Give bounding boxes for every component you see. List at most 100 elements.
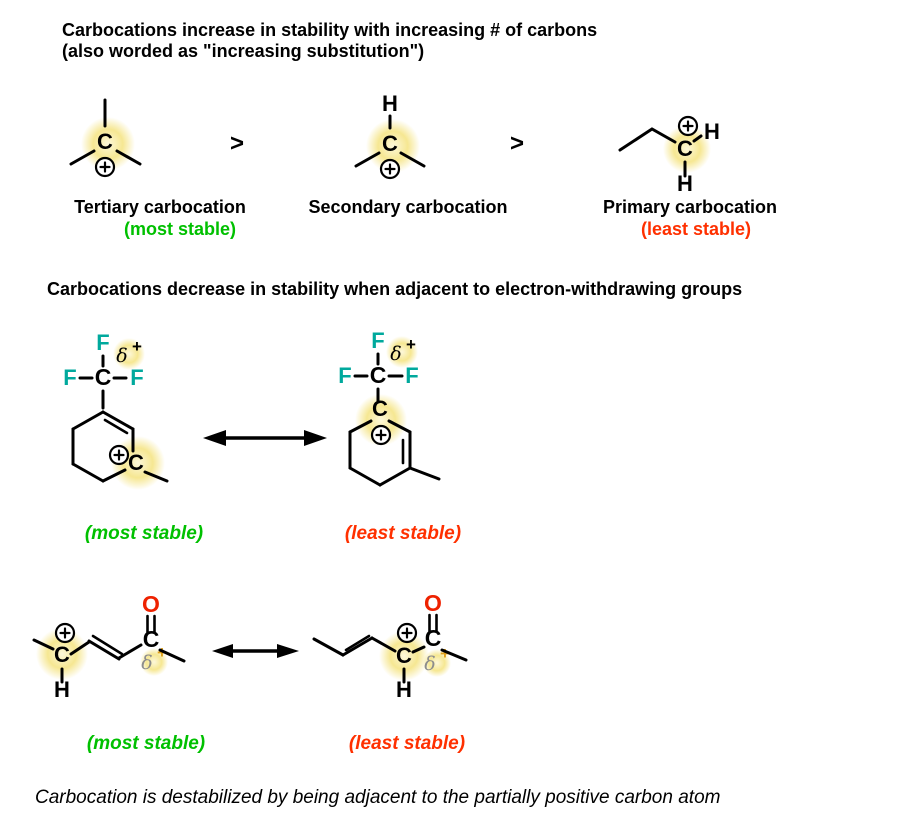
bond <box>115 149 142 166</box>
bond <box>312 637 345 657</box>
pair2-most-stable-note: (most stable) <box>86 733 206 754</box>
bond <box>101 410 135 431</box>
delta-symbol: δ <box>424 653 435 675</box>
double-bond-inner-line <box>91 634 124 656</box>
carbon-atom-label: C <box>97 129 113 154</box>
bond <box>341 636 374 657</box>
secondary-carbocation-structure: H C <box>354 91 426 180</box>
secondary-carbocation-label: Secondary carbocation <box>308 197 508 217</box>
bond <box>158 648 186 663</box>
pair2-least-stable-note: (least stable) <box>348 733 466 754</box>
bond <box>354 151 381 168</box>
bond <box>69 640 91 656</box>
plus-charge-icon <box>54 622 76 644</box>
carbon-atom-label: C <box>425 625 442 651</box>
greater-than-sign: > <box>510 130 524 157</box>
halo-highlight <box>386 336 418 368</box>
section1-heading-line1: Carbocations increase in stability with … <box>62 20 598 40</box>
halo-highlight <box>355 394 407 446</box>
halo-highlight <box>423 649 451 677</box>
section1-heading-line2: (also worded as "increasing substitution… <box>62 41 425 61</box>
enone-cation-most-stable-structure: C H C O δ + <box>32 591 186 702</box>
plus-charge-icon <box>370 424 392 446</box>
bond <box>348 466 382 487</box>
primary-stability-note: (least stable) <box>640 219 752 239</box>
halo-highlight <box>379 631 429 681</box>
pair1-least-stable-note: (least stable) <box>344 523 462 544</box>
delta-symbol: δ <box>141 652 152 674</box>
fluorine-atom-label: F <box>96 330 109 355</box>
section2-heading: Carbocations decrease in stability when … <box>47 279 743 299</box>
fluorine-atom-label: F <box>405 363 418 388</box>
resonance-arrow-icon <box>212 644 299 658</box>
bond <box>387 419 412 434</box>
enone-cation-least-stable-structure: C H C O δ + <box>312 590 468 702</box>
bond <box>411 645 426 654</box>
bond <box>399 151 426 168</box>
primary-carbocation-structure: H C H <box>618 115 720 196</box>
section1-heading: Carbocations increase in stability with … <box>62 20 597 62</box>
delta-symbol: δ <box>390 343 401 365</box>
hydrogen-atom-label: H <box>677 171 693 196</box>
carbon-atom-label: C <box>382 131 398 156</box>
halo-highlight <box>113 338 145 370</box>
tertiary-stability-note: (most stable) <box>123 219 237 239</box>
fluorine-atom-label: F <box>63 365 76 390</box>
greater-than-sign: > <box>230 130 244 157</box>
carbon-atom-label: C <box>372 396 388 421</box>
bond <box>348 419 373 434</box>
bond <box>143 470 169 483</box>
fluorine-atom-label: F <box>338 363 351 388</box>
oxygen-atom-label: O <box>424 590 442 616</box>
pair1-most-stable-note: (most stable) <box>84 523 204 544</box>
bond <box>71 410 105 431</box>
partial-plus-sign: + <box>132 337 142 356</box>
cf3-ring-most-stable-structure: F δ + F C F C <box>63 330 169 490</box>
carbon-atom-label: C <box>95 364 112 390</box>
bond <box>117 643 143 660</box>
halo-highlight <box>366 119 420 173</box>
bond <box>69 149 96 166</box>
delta-symbol: δ <box>116 345 127 367</box>
bond <box>378 466 412 487</box>
resonance-arrow-icon <box>203 430 327 446</box>
bond <box>101 468 127 483</box>
bond <box>71 462 105 483</box>
bond <box>408 466 441 481</box>
halo-highlight <box>81 117 135 171</box>
tertiary-carbocation-label: Tertiary carbocation <box>74 197 246 217</box>
tertiary-carbocation-structure: C <box>69 98 142 178</box>
carbon-atom-label: C <box>396 643 412 668</box>
carbon-atom-label: C <box>54 642 70 667</box>
fluorine-atom-label: F <box>371 328 384 353</box>
hydrogen-atom-label: H <box>54 677 70 702</box>
bond <box>618 127 677 152</box>
bond <box>32 638 55 651</box>
cf3-ring-least-stable-structure: F δ + F C F C <box>338 328 441 487</box>
bond <box>692 134 703 143</box>
plus-charge-icon <box>396 622 418 644</box>
bond <box>370 636 397 653</box>
partial-plus-sign: + <box>440 644 450 663</box>
halo-highlight <box>36 628 88 680</box>
hydrogen-atom-label: H <box>382 91 398 116</box>
bottom-caption: Carbocation is destabilized by being adj… <box>35 787 721 808</box>
carbon-atom-label: C <box>128 450 144 475</box>
plus-charge-icon <box>379 158 401 180</box>
halo-highlight <box>140 648 168 676</box>
partial-plus-sign: + <box>406 335 416 354</box>
carbon-atom-label: C <box>677 136 693 161</box>
bond <box>87 639 121 661</box>
hydrogen-atom-label: H <box>396 677 412 702</box>
oxygen-atom-label: O <box>142 591 160 617</box>
double-bond-inner-line <box>103 418 129 435</box>
double-bond-inner-line <box>344 634 371 652</box>
bond <box>440 648 468 662</box>
fluorine-atom-label: F <box>130 365 143 390</box>
primary-carbocation-label: Primary carbocation <box>602 197 778 217</box>
plus-charge-icon <box>108 444 130 466</box>
plus-charge-icon <box>94 156 116 178</box>
carbon-atom-label: C <box>370 362 387 388</box>
hydrogen-atom-label: H <box>704 119 720 144</box>
